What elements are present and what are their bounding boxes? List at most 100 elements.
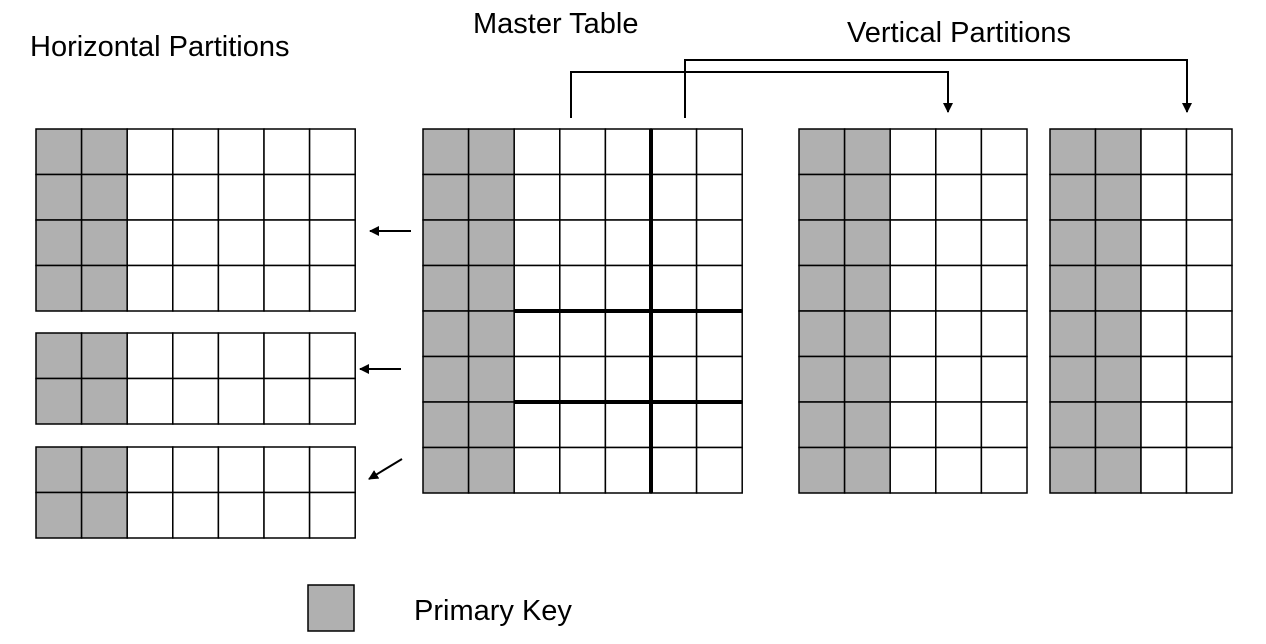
primary-key-cell <box>80 491 128 539</box>
horizontal-partitions-label: Horizontal Partitions <box>30 31 290 63</box>
table-cell <box>889 264 937 312</box>
primary-key-cell <box>843 264 891 312</box>
horizontal-partition-2 <box>35 332 356 425</box>
primary-key-cell <box>80 128 128 176</box>
table-cell <box>1185 401 1233 449</box>
table-cell <box>172 377 220 425</box>
table-cell <box>935 401 983 449</box>
table-cell <box>217 173 265 221</box>
table-cell <box>935 219 983 267</box>
table-cell <box>1140 264 1188 312</box>
table-cell <box>980 264 1028 312</box>
master-table <box>422 128 743 494</box>
table-cell <box>263 173 311 221</box>
table-cell <box>217 377 265 425</box>
table-cell <box>308 219 356 267</box>
table-cell <box>513 310 561 358</box>
table-cell <box>217 128 265 176</box>
table-cell <box>604 355 652 403</box>
primary-key-cell <box>467 219 515 267</box>
primary-key-cell <box>843 446 891 494</box>
arrow-to-horizontal-partition-3 <box>368 458 403 480</box>
table-cell <box>263 128 311 176</box>
table-cell <box>980 128 1028 176</box>
vertical-partition-2 <box>1049 128 1233 494</box>
table-cell <box>980 355 1028 403</box>
primary-key-cell <box>422 173 470 221</box>
primary-key-cell <box>80 173 128 221</box>
table-cell <box>217 332 265 380</box>
primary-key-cell <box>1094 310 1142 358</box>
horizontal-partition-3 <box>35 446 356 539</box>
table-cell <box>695 219 743 267</box>
table-cell <box>650 310 698 358</box>
primary-key-cell <box>1094 446 1142 494</box>
table-cell <box>513 173 561 221</box>
primary-key-cell <box>422 355 470 403</box>
arrow-to-vertical-partition-2 <box>684 59 1192 118</box>
primary-key-cell <box>843 173 891 221</box>
primary-key-cell <box>798 264 846 312</box>
horizontal-partition-1 <box>35 128 356 312</box>
primary-key-cell <box>1049 264 1097 312</box>
table-cell <box>1185 128 1233 176</box>
primary-key-cell <box>798 219 846 267</box>
table-cell <box>935 173 983 221</box>
table-cell <box>1185 310 1233 358</box>
table-cell <box>559 219 607 267</box>
table-cell <box>126 173 174 221</box>
primary-key-cell <box>843 355 891 403</box>
table-cell <box>559 310 607 358</box>
primary-key-cell <box>1094 264 1142 312</box>
primary-key-cell <box>467 401 515 449</box>
table-cell <box>604 128 652 176</box>
table-cell <box>1140 401 1188 449</box>
primary-key-cell <box>80 446 128 494</box>
primary-key-cell <box>80 219 128 267</box>
primary-key-cell <box>1049 401 1097 449</box>
table-cell <box>650 401 698 449</box>
table-cell <box>889 446 937 494</box>
primary-key-cell <box>1094 219 1142 267</box>
table-cell <box>513 128 561 176</box>
table-cell <box>889 128 937 176</box>
table-cell <box>217 446 265 494</box>
primary-key-cell <box>798 173 846 221</box>
table-cell <box>650 355 698 403</box>
primary-key-cell <box>422 310 470 358</box>
table-cell <box>935 264 983 312</box>
table-cell <box>172 446 220 494</box>
table-cell <box>889 219 937 267</box>
table-cell <box>1140 173 1188 221</box>
table-cell <box>980 446 1028 494</box>
table-cell <box>935 355 983 403</box>
table-cell <box>1140 128 1188 176</box>
primary-key-cell <box>798 355 846 403</box>
primary-key-cell <box>798 446 846 494</box>
table-cell <box>650 173 698 221</box>
primary-key-cell <box>80 264 128 312</box>
primary-key-cell <box>80 332 128 380</box>
vertical-partitions-label: Vertical Partitions <box>847 17 1071 49</box>
table-cell <box>263 446 311 494</box>
primary-key-cell <box>1049 173 1097 221</box>
table-cell <box>1185 355 1233 403</box>
primary-key-cell <box>1049 446 1097 494</box>
primary-key-cell <box>1049 219 1097 267</box>
primary-key-cell <box>467 355 515 403</box>
table-cell <box>889 310 937 358</box>
table-cell <box>604 310 652 358</box>
table-cell <box>604 401 652 449</box>
table-cell <box>172 332 220 380</box>
primary-key-cell <box>35 128 83 176</box>
table-cell <box>126 332 174 380</box>
table-cell <box>695 310 743 358</box>
primary-key-cell <box>467 264 515 312</box>
table-cell <box>604 173 652 221</box>
primary-key-cell <box>1049 310 1097 358</box>
table-cell <box>172 219 220 267</box>
primary-key-cell <box>1094 128 1142 176</box>
table-cell <box>559 401 607 449</box>
table-cell <box>308 377 356 425</box>
